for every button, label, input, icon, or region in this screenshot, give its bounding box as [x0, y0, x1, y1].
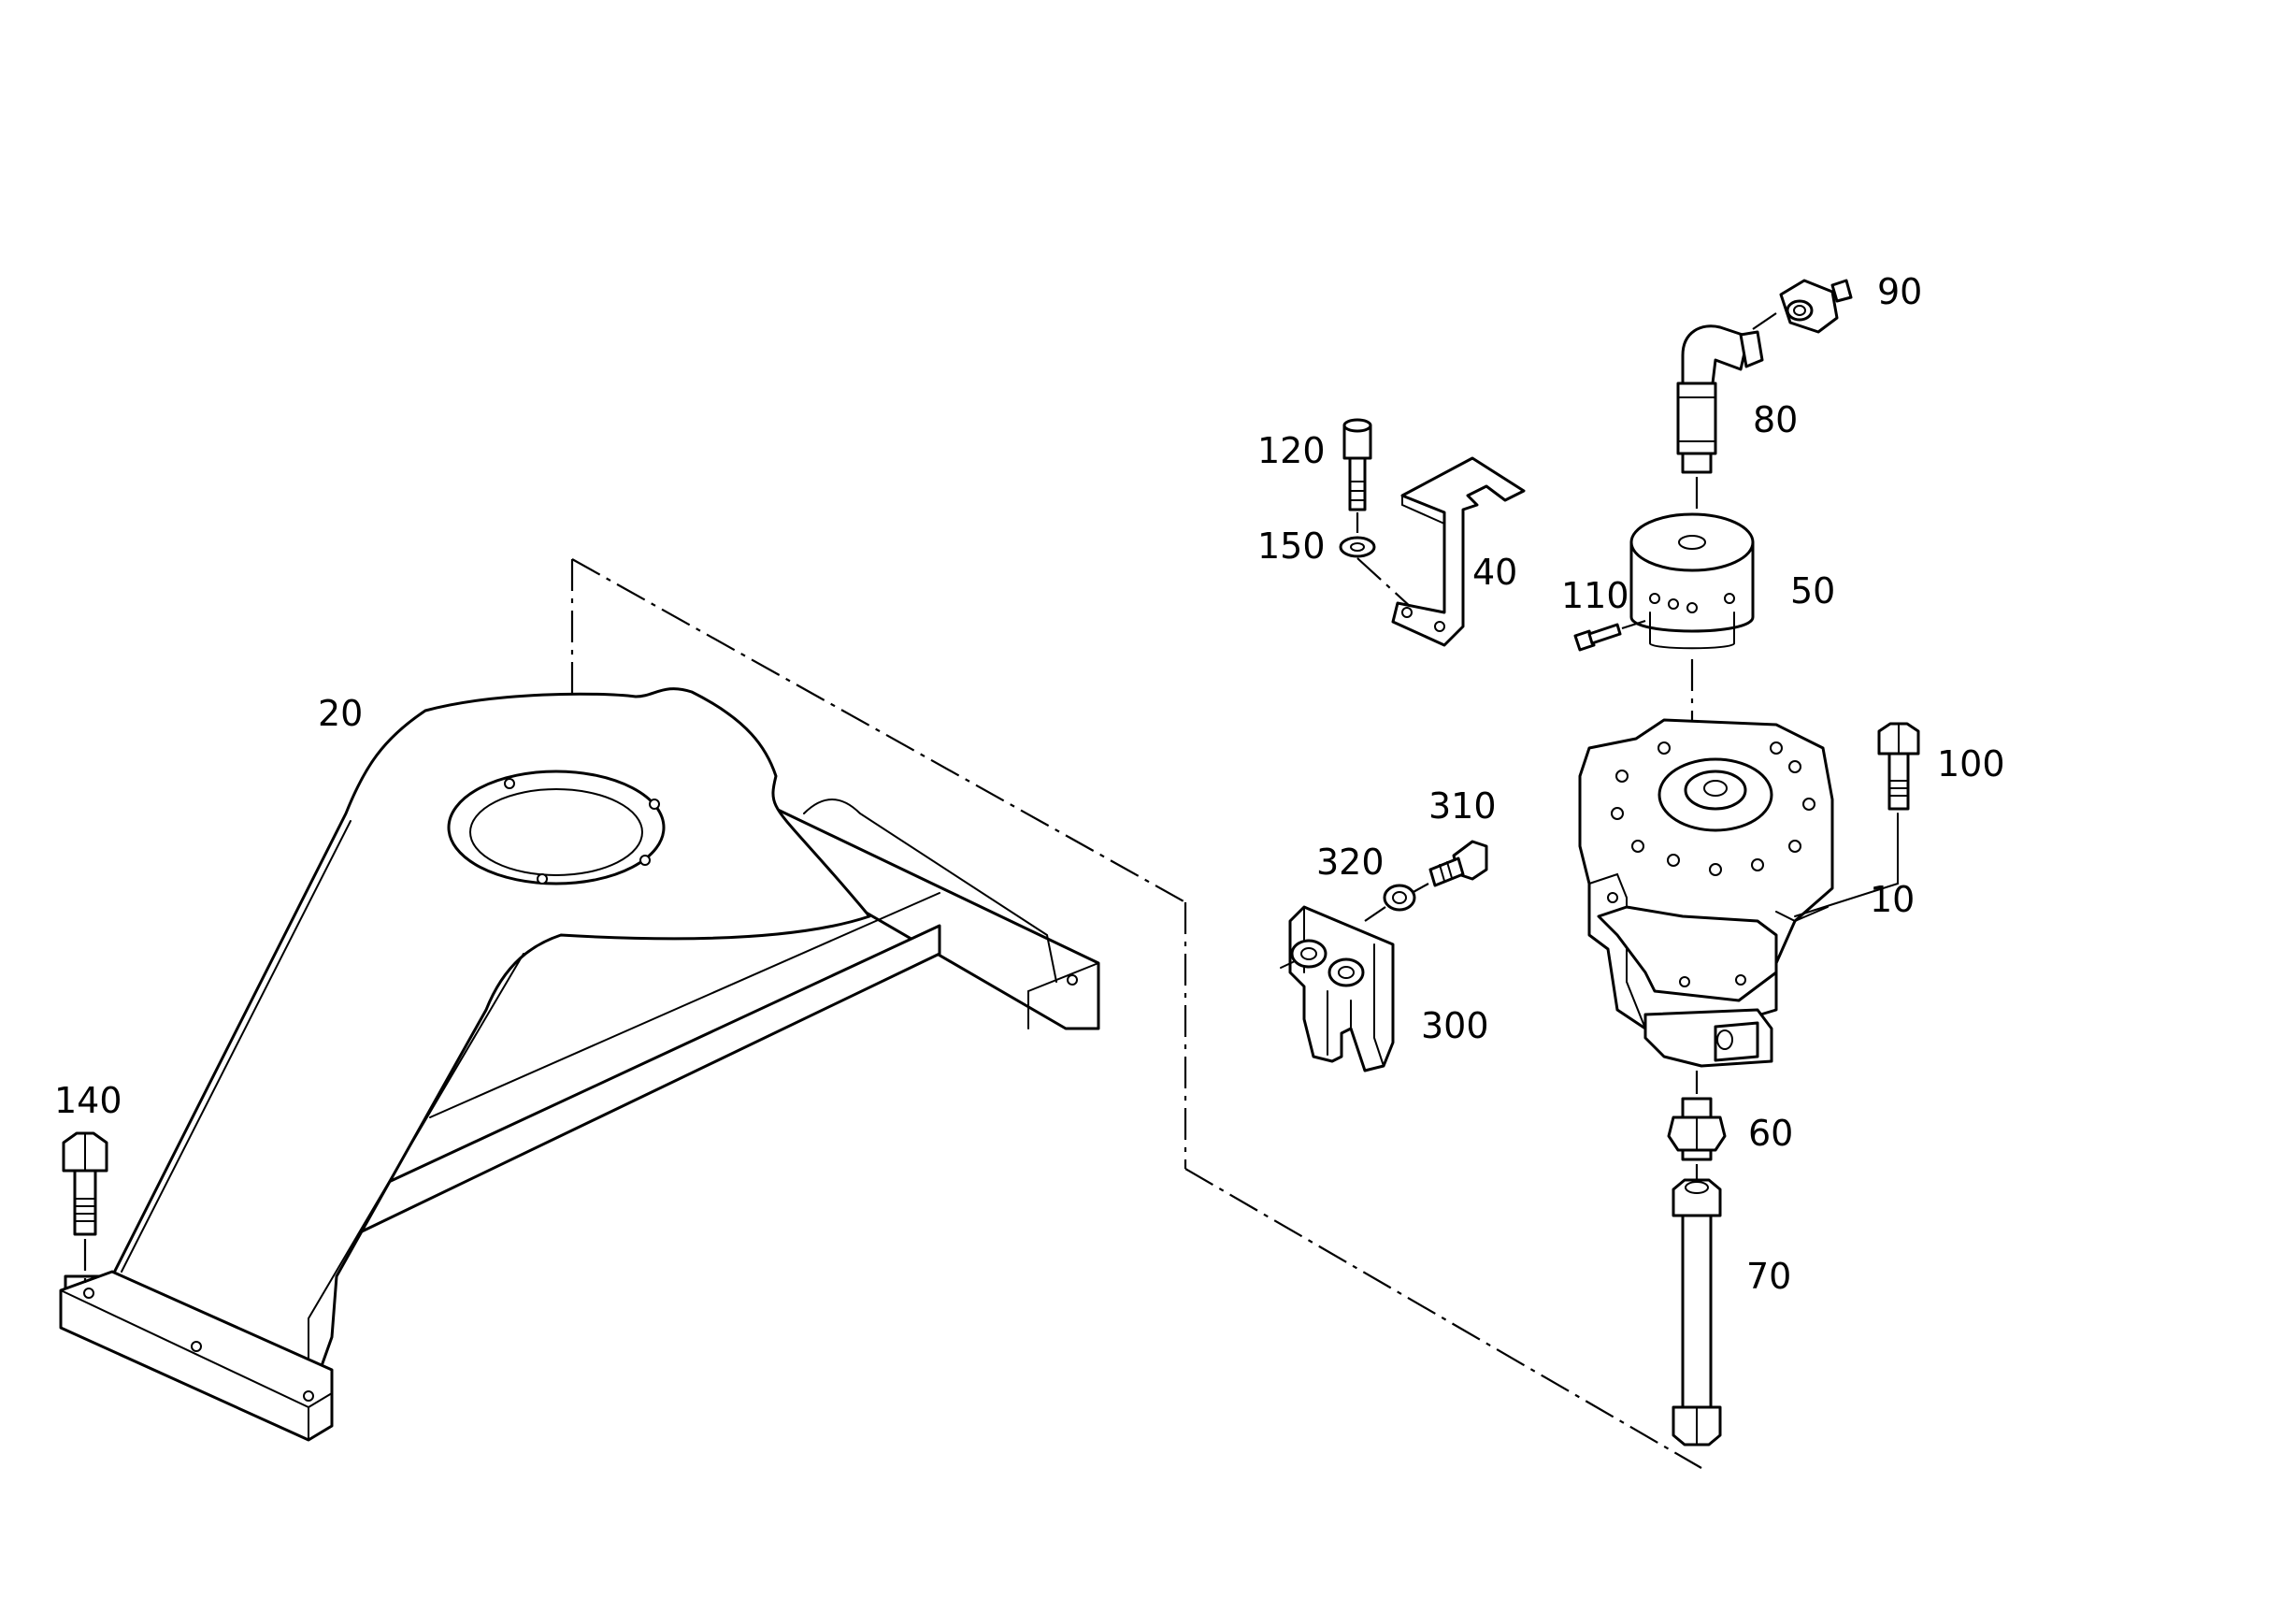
part-50-cylinder-cap	[1629, 512, 1755, 757]
callout-20: 20	[318, 693, 363, 734]
part-140-bolt	[62, 1131, 108, 1290]
callout-320: 320	[1316, 842, 1385, 883]
callout-300: 300	[1421, 1005, 1489, 1046]
callout-70: 70	[1746, 1256, 1791, 1297]
callout-100: 100	[1937, 743, 2005, 784]
part-40-bent-bracket	[1391, 456, 1526, 647]
part-10-pump-housing	[1578, 718, 1899, 1094]
part-100-bolt	[1877, 722, 1920, 847]
part-110-small-screw	[1573, 619, 1646, 652]
callout-50: 50	[1790, 570, 1835, 612]
part-90-fitting-nut	[1752, 279, 1853, 334]
callout-120: 120	[1257, 430, 1326, 471]
part-120-screw	[1342, 418, 1372, 533]
part-320-washer	[1364, 884, 1416, 922]
callout-10: 10	[1870, 879, 1915, 920]
part-300-clamp-block	[1280, 905, 1395, 1072]
callout-90: 90	[1877, 271, 1922, 312]
callout-40: 40	[1472, 552, 1517, 593]
part-70-pipe	[1672, 1178, 1722, 1446]
part-150-washer	[1339, 536, 1413, 609]
callout-80: 80	[1753, 399, 1798, 440]
part-60-nipple	[1667, 1097, 1727, 1180]
callout-140: 140	[54, 1080, 122, 1121]
callout-110: 110	[1561, 575, 1629, 616]
callout-150: 150	[1257, 525, 1326, 567]
callout-labels: 20 140 120 150 40 110 50 80 90 100 10 31…	[54, 271, 2005, 1297]
part-310-screw	[1411, 840, 1488, 894]
part-80-elbow-fitting	[1676, 324, 1764, 510]
callout-310: 310	[1428, 785, 1497, 827]
callout-60: 60	[1748, 1113, 1793, 1154]
part-20-bracket-frame	[59, 687, 1100, 1442]
assembly-boundary	[570, 558, 1702, 1469]
